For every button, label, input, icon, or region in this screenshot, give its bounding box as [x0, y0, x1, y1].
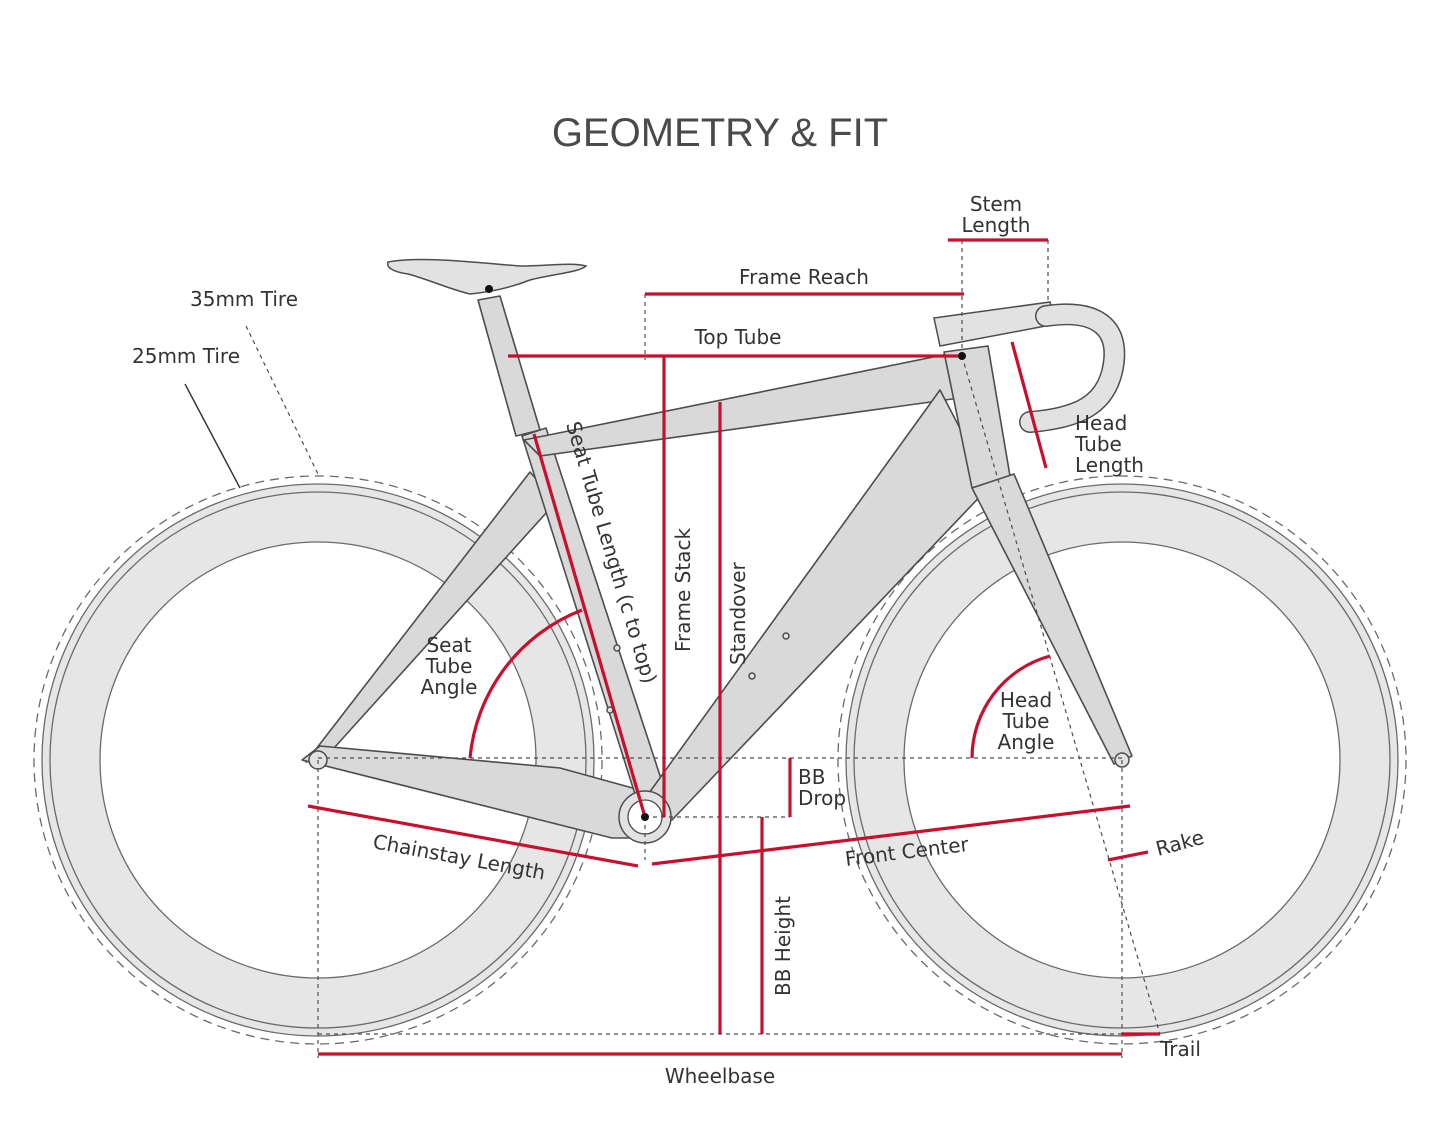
- label-seat-tube-angle: Angle: [421, 675, 478, 699]
- label-standover: Standover: [726, 561, 750, 665]
- seat-post: [477, 295, 541, 437]
- rake-line: [1107, 850, 1149, 862]
- fork: [971, 473, 1133, 765]
- steering-axis: [961, 355, 1161, 1035]
- front-center-line: [651, 804, 1131, 866]
- seat-tube-angle-arc: [468, 608, 583, 759]
- label-head-tube-angle: Angle: [998, 730, 1055, 754]
- label-head-tube-length: Head: [1075, 411, 1127, 435]
- label-head-tube-angle: Head: [1000, 688, 1052, 712]
- label-frame-reach: Frame Reach: [739, 265, 869, 289]
- label-head-tube-length: Tube: [1074, 432, 1122, 456]
- rear-tire-35mm-outline: [33, 475, 603, 1045]
- front-tire-35mm-outline: [837, 475, 1407, 1045]
- label-bb-height: BB Height: [771, 896, 795, 996]
- bottle-bolt: [613, 644, 621, 652]
- label-trail: Trail: [1159, 1037, 1201, 1061]
- saddle: [386, 258, 588, 295]
- handlebar-inner: [1020, 304, 1124, 432]
- label-seat-tube-angle: Tube: [425, 654, 473, 678]
- label-seat-tube-angle: Seat: [426, 633, 471, 657]
- label-wheelbase: Wheelbase: [665, 1064, 775, 1088]
- saddle-point: [485, 285, 493, 293]
- label-frame-stack: Frame Stack: [671, 528, 695, 652]
- head-tube-length-line: [1010, 341, 1048, 469]
- head-tube-top-point: [958, 352, 966, 360]
- tire-35mm-leader: [245, 325, 319, 475]
- bottle-bolt: [748, 672, 756, 680]
- tire-25mm-leader: [184, 383, 241, 489]
- label-stem-length: Stem: [970, 192, 1022, 216]
- chainstay-length-line: [307, 804, 639, 868]
- measurements: [307, 238, 1160, 1056]
- label-bb-drop: BB: [798, 765, 825, 789]
- bottle-bolt: [782, 632, 790, 640]
- label-35mm-tire: 35mm Tire: [190, 287, 298, 311]
- bb-center-point: [641, 813, 649, 821]
- stem: [933, 301, 1057, 347]
- label-bb-drop: Drop: [798, 786, 846, 810]
- label-25mm-tire: 25mm Tire: [132, 344, 240, 368]
- label-top-tube: Top Tube: [694, 325, 782, 349]
- label-head-tube-angle: Tube: [1002, 709, 1050, 733]
- page-title: GEOMETRY & FIT: [552, 111, 888, 155]
- seat-tube-length-line: [532, 433, 647, 818]
- label-head-tube-length: Length: [1075, 453, 1144, 477]
- head-tube-angle-arc: [970, 654, 1051, 759]
- label-stem-length: Length: [962, 213, 1031, 237]
